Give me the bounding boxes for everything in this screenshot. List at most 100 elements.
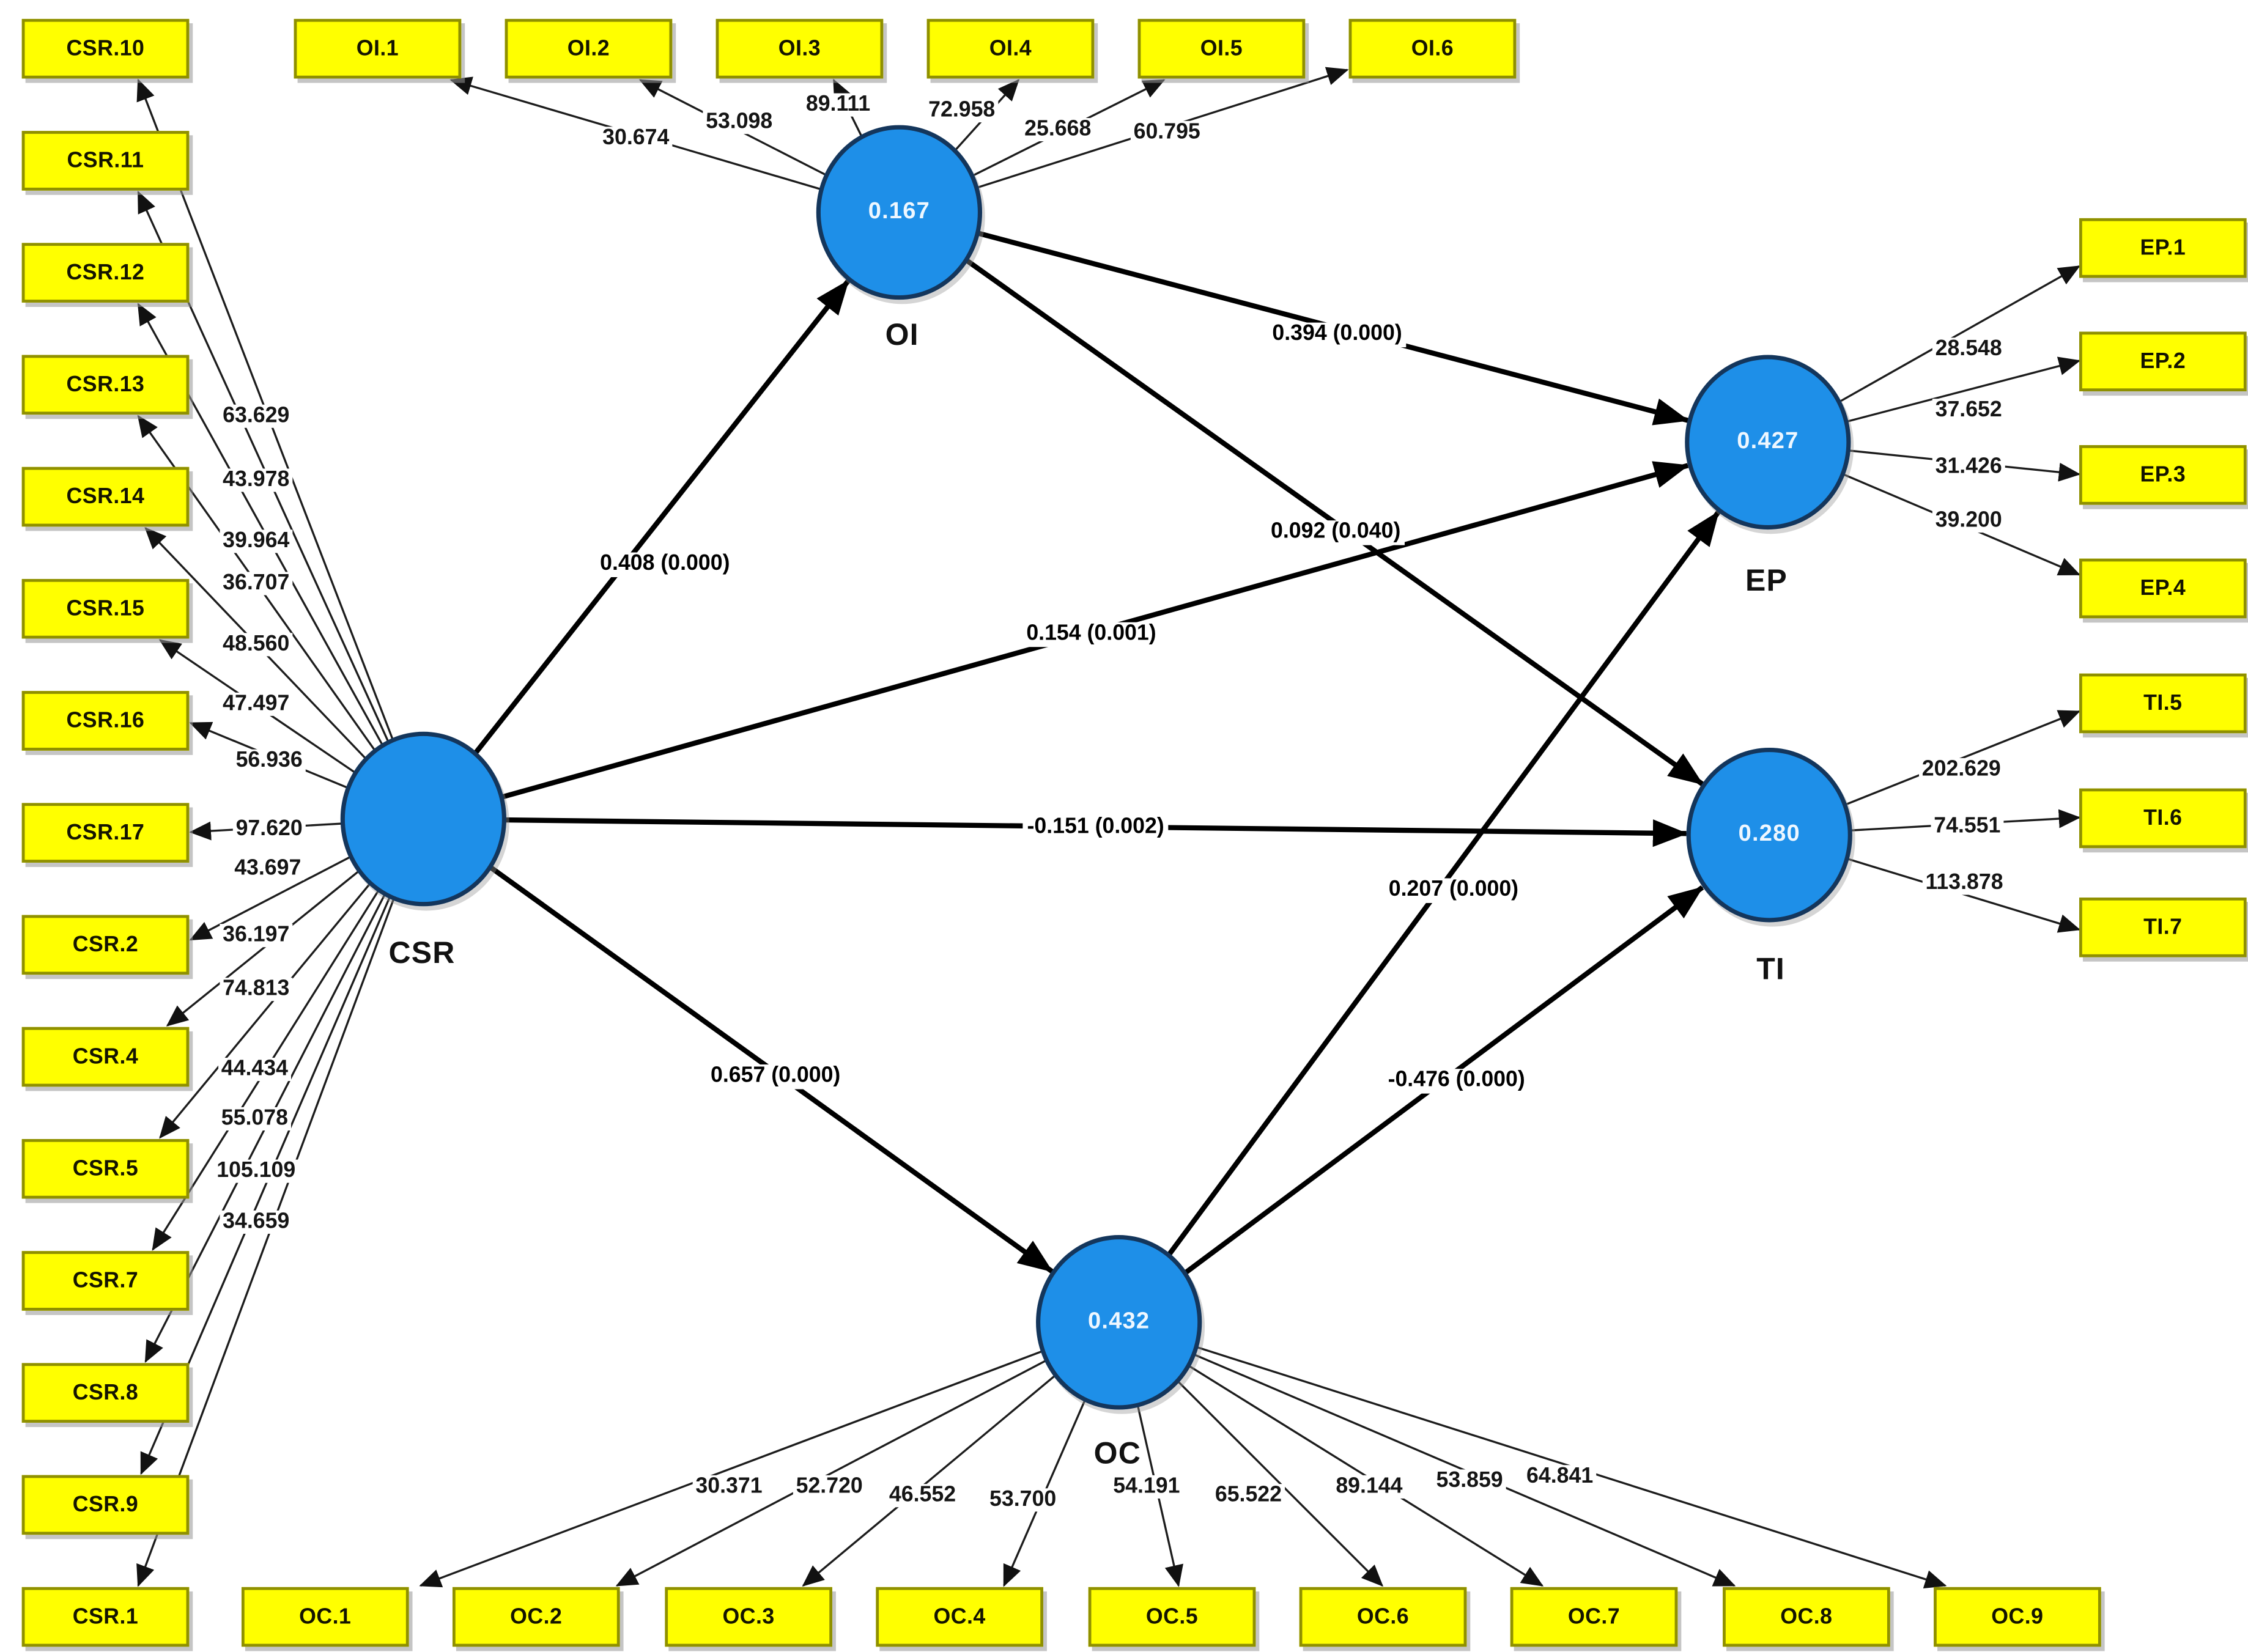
indicator-box-csr-2: CSR.2 xyxy=(21,915,190,975)
loading-oc-2: 52.720 xyxy=(793,1475,866,1499)
path-label-oi-ti: 0.092 (0.040) xyxy=(1266,520,1405,545)
loading-ep-3: 31.426 xyxy=(1932,455,2005,479)
indicator-box-oi-5: OI.5 xyxy=(1137,18,1306,79)
path-arrow-oi-ti xyxy=(897,210,1704,786)
construct-ti: 0.280 xyxy=(1686,747,1852,923)
construct-label-oi: OI xyxy=(885,319,919,352)
path-label-csr-ep: 0.154 (0.001) xyxy=(1022,622,1161,647)
r2-value-ep: 0.427 xyxy=(1737,429,1799,454)
indicator-box-oc-7: OC.7 xyxy=(1510,1587,1678,1647)
indicator-box-oi-3: OI.3 xyxy=(715,18,884,79)
construct-label-oc: OC xyxy=(1093,1437,1141,1471)
indicator-arrow-csr-10 xyxy=(136,78,424,820)
indicator-box-csr-11: CSR.11 xyxy=(21,131,190,191)
indicator-box-csr-12: CSR.12 xyxy=(21,243,190,303)
loading-oc-3: 46.552 xyxy=(886,1484,959,1507)
indicator-box-oi-2: OI.2 xyxy=(505,18,673,79)
loading-oi-1: 30.674 xyxy=(599,127,673,150)
loading-oc-8: 53.859 xyxy=(1433,1469,1506,1492)
construct-csr xyxy=(340,731,506,907)
loading-ti-7: 113.878 xyxy=(1922,871,2006,894)
path-arrow-oi-ep xyxy=(898,210,1690,426)
indicator-box-csr-17: CSR.17 xyxy=(21,803,190,863)
loading-csr-4: 36.197 xyxy=(220,924,293,947)
loading-csr-12: 39.964 xyxy=(220,529,293,553)
loading-oi-2: 53.098 xyxy=(703,111,776,134)
loading-ep-1: 28.548 xyxy=(1932,337,2005,361)
r2-value-oc: 0.432 xyxy=(1088,1309,1150,1334)
r2-value-ti: 0.280 xyxy=(1738,822,1800,847)
construct-oc: 0.432 xyxy=(1036,1235,1202,1410)
indicator-box-csr-9: CSR.9 xyxy=(21,1475,190,1535)
indicator-box-csr-10: CSR.10 xyxy=(21,18,190,79)
construct-label-ti: TI xyxy=(1756,953,1786,987)
loading-oi-3: 89.111 xyxy=(803,93,873,117)
loading-csr-5: 74.813 xyxy=(220,978,293,1001)
indicator-box-oc-6: OC.6 xyxy=(1299,1587,1467,1647)
indicator-box-csr-5: CSR.5 xyxy=(21,1138,190,1199)
indicator-box-csr-14: CSR.14 xyxy=(21,466,190,527)
loading-csr-15: 47.497 xyxy=(220,692,293,716)
loading-oc-7: 89.144 xyxy=(1333,1475,1406,1499)
loading-ti-5: 202.629 xyxy=(1919,758,2004,781)
indicator-box-csr-16: CSR.16 xyxy=(21,691,190,751)
path-arrow-csr-oc xyxy=(421,817,1054,1274)
construct-label-csr: CSR xyxy=(388,937,456,970)
indicator-box-oc-8: OC.8 xyxy=(1723,1587,1890,1647)
construct-oi: 0.167 xyxy=(816,125,983,300)
indicator-arrow-csr-8 xyxy=(144,818,424,1363)
indicator-box-oc-2: OC.2 xyxy=(452,1587,620,1647)
path-label-oc-ep: 0.207 (0.000) xyxy=(1384,877,1523,902)
indicator-arrow-oc-1 xyxy=(419,1321,1120,1588)
loading-ti-6: 74.551 xyxy=(1931,814,2004,838)
indicator-box-ep-3: EP.3 xyxy=(2079,445,2247,505)
indicator-box-oc-5: OC.5 xyxy=(1088,1587,1256,1647)
loading-csr-1: 34.659 xyxy=(220,1210,293,1234)
path-arrow-csr-oi xyxy=(421,279,851,821)
loading-oi-6: 60.795 xyxy=(1130,120,1203,144)
indicator-box-ti-6: TI.6 xyxy=(2079,788,2247,849)
loading-csr-14: 48.560 xyxy=(220,633,293,656)
indicator-arrow-oc-9 xyxy=(1118,1321,1947,1589)
path-label-csr-ti: -0.151 (0.002) xyxy=(1022,815,1169,840)
path-label-oi-ep: 0.394 (0.000) xyxy=(1268,322,1407,347)
indicator-arrow-oc-8 xyxy=(1118,1321,1736,1587)
indicator-arrow-oc-2 xyxy=(615,1321,1120,1587)
loading-csr-2: 43.697 xyxy=(231,857,305,880)
path-arrow-oc-ti xyxy=(1117,885,1704,1325)
path-label-oc-ti: -0.476 (0.000) xyxy=(1383,1068,1529,1093)
loading-oc-9: 64.841 xyxy=(1523,1465,1596,1488)
indicator-box-oi-1: OI.1 xyxy=(294,18,462,79)
indicator-box-csr-8: CSR.8 xyxy=(21,1363,190,1423)
path-arrow-oc-ep xyxy=(1117,511,1721,1324)
loading-csr-8: 55.078 xyxy=(218,1107,291,1130)
r2-value-oi: 0.167 xyxy=(868,199,931,224)
indicator-box-oi-4: OI.4 xyxy=(926,18,1095,79)
indicator-arrow-csr-1 xyxy=(136,818,424,1587)
loading-csr-9: 105.109 xyxy=(213,1159,299,1183)
loading-oc-4: 53.700 xyxy=(986,1488,1060,1511)
indicator-box-oc-9: OC.9 xyxy=(1934,1587,2101,1647)
loading-oc-5: 54.191 xyxy=(1110,1475,1183,1499)
loading-oc-1: 30.371 xyxy=(692,1475,766,1499)
loading-csr-17: 97.620 xyxy=(232,817,306,841)
indicator-box-csr-13: CSR.13 xyxy=(21,355,190,415)
path-label-csr-oc: 0.657 (0.000) xyxy=(706,1064,845,1089)
construct-label-ep: EP xyxy=(1745,564,1788,598)
indicator-box-oc-3: OC.3 xyxy=(665,1587,832,1647)
loading-oi-5: 25.668 xyxy=(1021,117,1095,141)
loading-oi-4: 72.958 xyxy=(925,98,999,122)
loading-oc-6: 65.522 xyxy=(1212,1484,1285,1507)
indicator-box-csr-7: CSR.7 xyxy=(21,1251,190,1311)
loading-csr-13: 36.707 xyxy=(220,572,293,595)
loading-ep-4: 39.200 xyxy=(1932,509,2005,533)
loading-csr-7: 44.434 xyxy=(218,1057,291,1081)
indicator-box-ti-5: TI.5 xyxy=(2079,673,2247,734)
indicator-box-csr-1: CSR.1 xyxy=(21,1587,190,1647)
indicator-box-ep-2: EP.2 xyxy=(2079,331,2247,392)
loading-csr-11: 43.978 xyxy=(220,468,293,492)
indicator-box-ti-7: TI.7 xyxy=(2079,898,2247,957)
loading-csr-16: 56.936 xyxy=(232,749,306,773)
